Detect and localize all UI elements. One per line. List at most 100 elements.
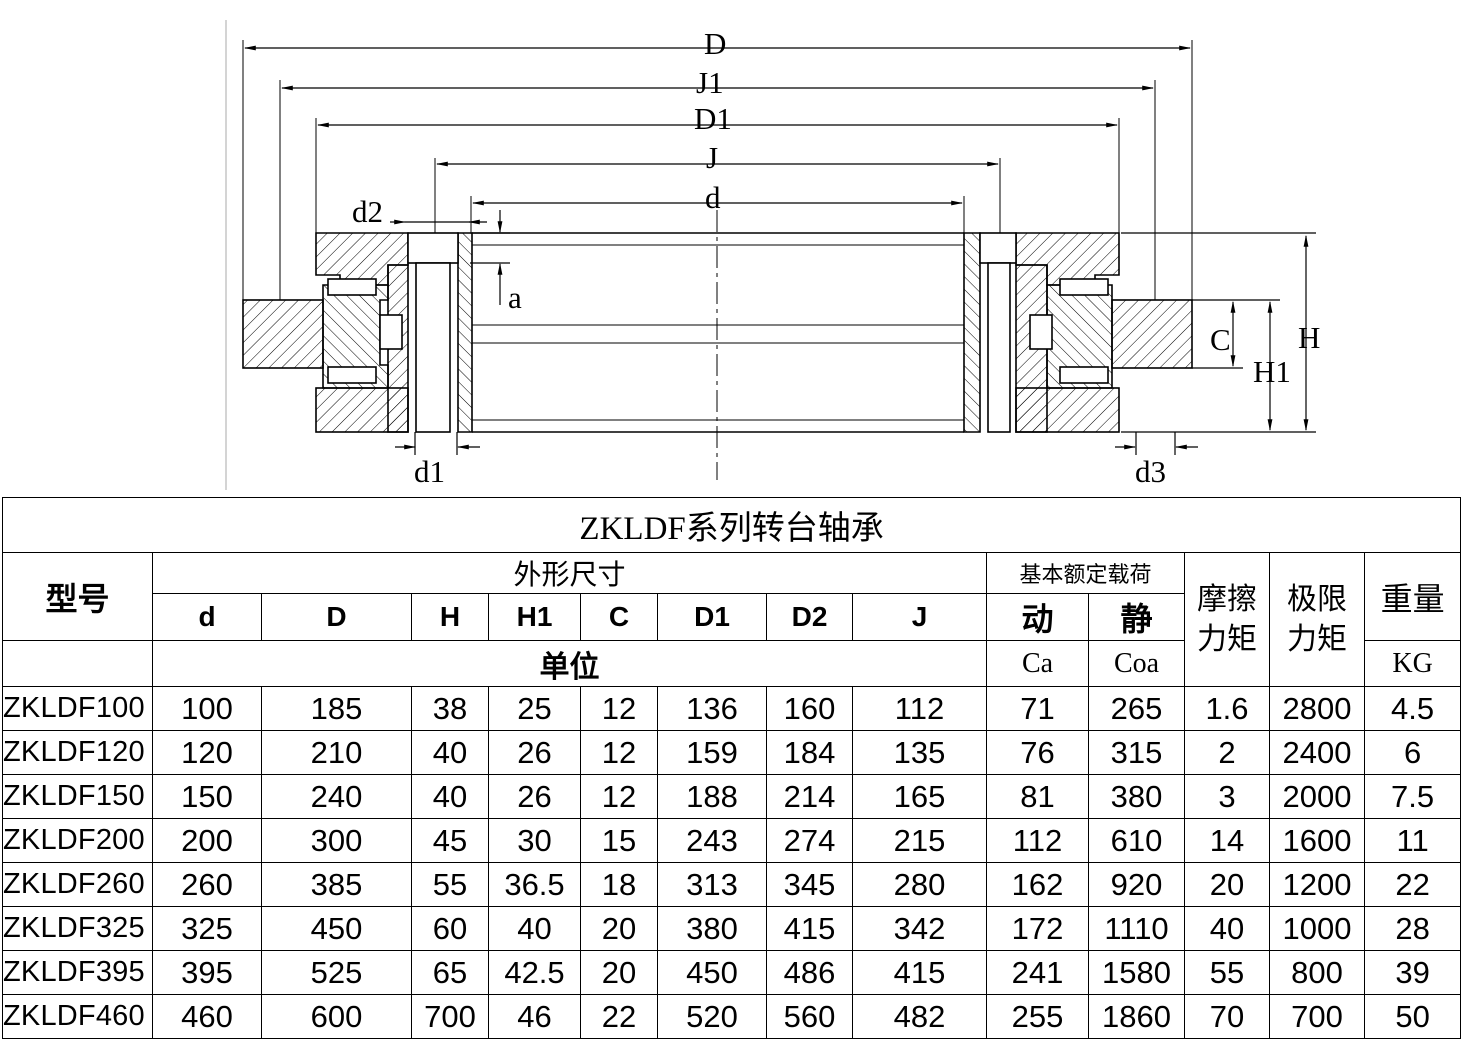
value-cell: 385 <box>261 862 412 907</box>
value-cell: 42.5 <box>488 950 581 995</box>
value-cell: 200 <box>152 818 262 863</box>
table-title: ZKLDF系列转台轴承 <box>1 497 1462 553</box>
value-cell: 280 <box>852 862 987 907</box>
value-cell: 38 <box>411 686 489 731</box>
value-cell: 2000 <box>1269 774 1365 819</box>
value-cell: 165 <box>852 774 987 819</box>
model-cell: ZKLDF120 <box>2 730 153 775</box>
value-cell: 172 <box>986 906 1089 951</box>
value-cell: 120 <box>152 730 262 775</box>
spec-table: ZKLDF系列转台轴承 型号 外形尺寸 基本额定载荷 摩擦力矩 极限力矩 重量 … <box>1 497 1462 1039</box>
value-cell: 25 <box>488 686 581 731</box>
value-cell: 210 <box>261 730 412 775</box>
extension-lines <box>225 20 1193 490</box>
label-D1: D1 <box>694 101 732 136</box>
value-cell: 2 <box>1184 730 1270 775</box>
value-cell: 215 <box>852 818 987 863</box>
value-cell: 600 <box>261 994 412 1039</box>
value-cell: 150 <box>152 774 262 819</box>
value-cell: 342 <box>852 906 987 951</box>
col-header: D2 <box>766 593 853 641</box>
label-d2: d2 <box>352 194 383 229</box>
dim-columns-row: d D H H1 C D1 D2 J 动 静 <box>3 593 1461 641</box>
unit-label: 单位 <box>152 640 987 687</box>
load-static-unit: Coa <box>1088 640 1185 687</box>
value-cell: 162 <box>986 862 1089 907</box>
value-cell: 36.5 <box>488 862 581 907</box>
value-cell: 55 <box>1184 950 1270 995</box>
value-cell: 800 <box>1269 950 1365 995</box>
label-J: J <box>706 140 718 175</box>
load-group-header: 基本额定载荷 <box>986 552 1185 594</box>
bearing-cross-section-drawing: D J1 D1 J d d2 a C H H1 d1 d3 <box>225 20 1320 490</box>
value-cell: 2400 <box>1269 730 1365 775</box>
value-cell: 300 <box>261 818 412 863</box>
value-cell: 20 <box>1184 862 1270 907</box>
col-header: H1 <box>488 593 581 641</box>
model-cell: ZKLDF395 <box>2 950 153 995</box>
value-cell: 159 <box>657 730 767 775</box>
label-d: d <box>705 180 721 215</box>
value-cell: 1580 <box>1088 950 1185 995</box>
value-cell: 700 <box>411 994 489 1039</box>
value-cell: 76 <box>986 730 1089 775</box>
value-cell: 1110 <box>1088 906 1185 951</box>
value-cell: 313 <box>657 862 767 907</box>
value-cell: 395 <box>152 950 262 995</box>
weight-unit: KG <box>1363 640 1462 687</box>
value-cell: 22 <box>1363 862 1462 907</box>
value-cell: 22 <box>580 994 658 1039</box>
value-cell: 184 <box>766 730 853 775</box>
value-cell: 243 <box>657 818 767 863</box>
value-cell: 315 <box>1088 730 1185 775</box>
value-cell: 40 <box>411 774 489 819</box>
col-header: d <box>152 593 262 641</box>
left-section <box>242 232 964 433</box>
value-cell: 50 <box>1363 994 1462 1039</box>
value-cell: 112 <box>852 686 987 731</box>
model-cell: ZKLDF100 <box>2 686 153 731</box>
value-cell: 1.6 <box>1184 686 1270 731</box>
value-cell: 460 <box>152 994 262 1039</box>
value-cell: 274 <box>766 818 853 863</box>
value-cell: 11 <box>1363 818 1462 863</box>
value-cell: 81 <box>986 774 1089 819</box>
value-cell: 65 <box>411 950 489 995</box>
value-cell: 26 <box>488 774 581 819</box>
value-cell: 560 <box>766 994 853 1039</box>
drawing-labels: D J1 D1 J d d2 a C H H1 d1 d3 <box>352 26 1320 489</box>
value-cell: 136 <box>657 686 767 731</box>
value-cell: 3 <box>1184 774 1270 819</box>
col-header: D1 <box>657 593 767 641</box>
value-cell: 240 <box>261 774 412 819</box>
value-cell: 12 <box>580 774 658 819</box>
value-cell: 4.5 <box>1363 686 1462 731</box>
value-cell: 26 <box>488 730 581 775</box>
model-cell: ZKLDF325 <box>2 906 153 951</box>
value-cell: 30 <box>488 818 581 863</box>
value-cell: 415 <box>852 950 987 995</box>
value-cell: 135 <box>852 730 987 775</box>
value-cell: 610 <box>1088 818 1185 863</box>
value-cell: 415 <box>766 906 853 951</box>
value-cell: 450 <box>261 906 412 951</box>
label-H1: H1 <box>1253 354 1291 389</box>
value-cell: 1600 <box>1269 818 1365 863</box>
col-header: D <box>261 593 412 641</box>
value-cell: 70 <box>1184 994 1270 1039</box>
model-header: 型号 <box>2 552 153 641</box>
load-dynamic-unit: Ca <box>986 640 1089 687</box>
value-cell: 265 <box>1088 686 1185 731</box>
value-cell: 100 <box>152 686 262 731</box>
value-cell: 14 <box>1184 818 1270 863</box>
value-cell: 7.5 <box>1363 774 1462 819</box>
value-cell: 486 <box>766 950 853 995</box>
label-D: D <box>704 26 726 61</box>
